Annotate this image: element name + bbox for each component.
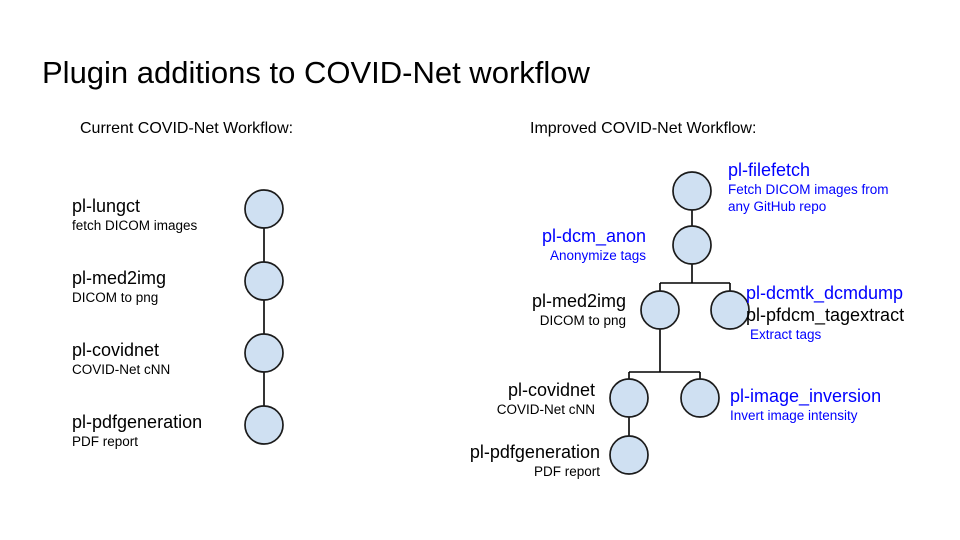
page-title: Plugin additions to COVID-Net workflow — [42, 55, 590, 90]
label-pdfgeneration-right-title: pl-pdfgeneration — [469, 442, 600, 462]
label-med2img-left-title: pl-med2img — [72, 268, 167, 288]
label-image-inversion: pl-image_inversion Invert image intensit… — [730, 385, 881, 424]
label-dcmtk-dcmdump-title: pl-dcmtk_dcmdump — [746, 283, 904, 303]
label-dcm-anon: pl-dcm_anon Anonymize tags — [376, 225, 646, 264]
label-pdfgeneration-left: pl-pdfgeneration PDF report — [72, 411, 202, 450]
label-filefetch: pl-filefetch Fetch DICOM images from any… — [728, 159, 889, 215]
label-filefetch-subtitle: Fetch DICOM images from — [728, 182, 889, 197]
label-med2img-right-title: pl-med2img — [531, 291, 626, 311]
label-covidnet-left: pl-covidnet COVID-Net cNN — [72, 339, 170, 378]
label-image-inversion-title: pl-image_inversion — [730, 386, 882, 406]
node-covidnet[interactable] — [244, 333, 284, 373]
label-pfdcm-tagextract-title: pl-pfdcm_tagextract — [746, 305, 905, 325]
node-pdfgeneration[interactable] — [244, 405, 284, 445]
label-med2img-right: pl-med2img DICOM to png — [336, 290, 626, 329]
label-covidnet-right: pl-covidnet COVID-Net cNN — [336, 379, 595, 418]
label-pdfgeneration-left-title: pl-pdfgeneration — [72, 412, 203, 432]
right-nodes — [609, 171, 750, 475]
label-pdfgeneration-right-subtitle: PDF report — [533, 464, 600, 479]
label-tagextract: pl-dcmtk_dcmdump pl-pfdcm_tagextract Ext… — [746, 282, 904, 343]
label-dcm-anon-subtitle: Anonymize tags — [549, 248, 646, 263]
node-lungct[interactable] — [244, 189, 284, 229]
label-dcm-anon-title: pl-dcm_anon — [541, 226, 646, 246]
label-med2img-left: pl-med2img DICOM to png — [72, 267, 166, 306]
node-med2img[interactable] — [244, 261, 284, 301]
label-med2img-right-subtitle: DICOM to png — [539, 313, 626, 328]
label-covidnet-left-subtitle: COVID-Net cNN — [72, 362, 171, 377]
node-image-inversion[interactable] — [680, 378, 720, 418]
node-pdfgeneration-right[interactable] — [609, 435, 649, 475]
label-pdfgeneration-right: pl-pdfgeneration PDF report — [336, 441, 600, 480]
label-med2img-left-subtitle: DICOM to png — [72, 290, 159, 305]
label-lungct-subtitle: fetch DICOM images — [72, 218, 198, 233]
label-lungct: pl-lungct fetch DICOM images — [72, 195, 197, 234]
node-dcm-anon[interactable] — [672, 225, 712, 265]
node-filefetch[interactable] — [672, 171, 712, 211]
label-filefetch-title: pl-filefetch — [728, 160, 811, 180]
right-connectors — [628, 210, 731, 436]
label-pdfgeneration-left-subtitle: PDF report — [72, 434, 139, 449]
node-med2img-right[interactable] — [640, 290, 680, 330]
column-heading-improved: Improved COVID-Net Workflow: — [530, 120, 757, 137]
label-covidnet-right-title: pl-covidnet — [507, 380, 595, 400]
label-image-inversion-subtitle: Invert image intensity — [730, 408, 858, 423]
label-covidnet-left-title: pl-covidnet — [72, 340, 160, 360]
node-covidnet-right[interactable] — [609, 378, 649, 418]
label-tagextract-subtitle: Extract tags — [750, 327, 822, 342]
label-covidnet-right-subtitle: COVID-Net cNN — [496, 402, 595, 417]
label-lungct-title: pl-lungct — [72, 196, 141, 216]
label-filefetch-subtitle-line2: any GitHub repo — [728, 199, 827, 214]
column-heading-current: Current COVID-Net Workflow: — [80, 120, 294, 137]
left-nodes — [244, 189, 284, 445]
node-tagextract[interactable] — [710, 290, 750, 330]
